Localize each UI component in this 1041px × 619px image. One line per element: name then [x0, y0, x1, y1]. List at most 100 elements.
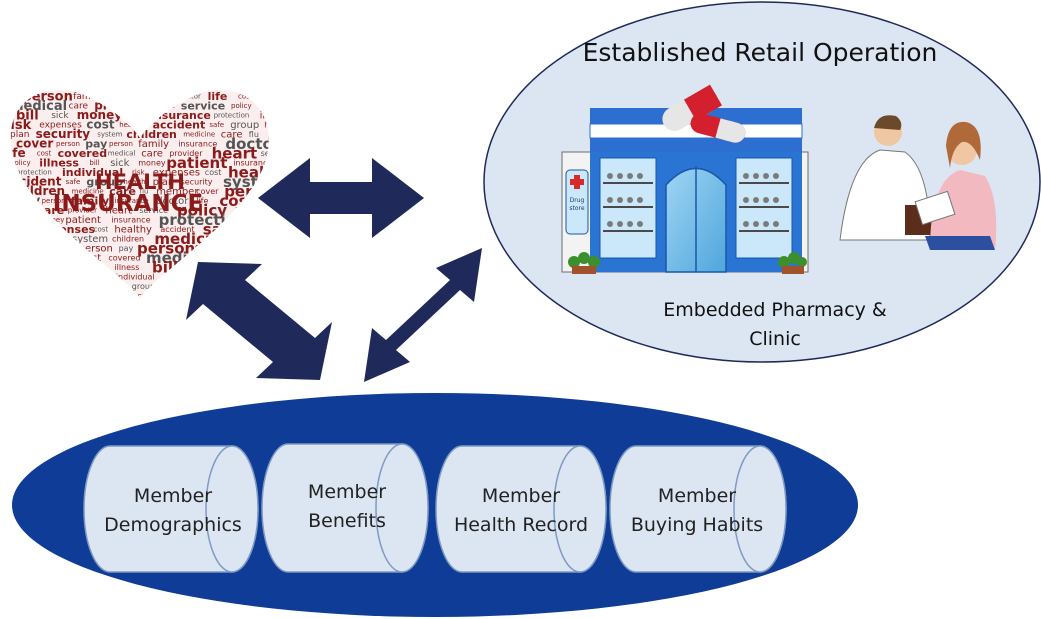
heart-cloud-word: sick [110, 158, 129, 169]
heart-cloud-word: pay [4, 92, 19, 101]
drum-label-line2: Health Record [453, 514, 589, 536]
heart-cloud-word: protection [16, 168, 52, 176]
heart-cloud-word: flu [140, 187, 149, 195]
heart-cloud-word: cost [86, 118, 115, 132]
heart-cloud-word: protection [52, 272, 103, 283]
double-arrow-retail-data [364, 248, 482, 382]
heart-cloud-word: care [221, 130, 243, 141]
drum-member-demographics [83, 445, 259, 573]
heart-cloud-word: group [243, 225, 266, 234]
heart-cloud-word: covered [108, 253, 140, 262]
heart-cloud-word: pay [85, 137, 107, 150]
heart-cloud-word: medicine [72, 187, 104, 195]
heart-cloud-word: family [195, 244, 220, 253]
heart-cloud-word: cost [37, 149, 52, 157]
heart-cloud-word: doctor [225, 135, 280, 153]
retail-subtitle-line2: Clinic [749, 328, 801, 350]
heart-cloud-word: system [97, 130, 122, 138]
heart-cloud-word: security [36, 127, 91, 141]
heart-cloud-word: person [79, 244, 113, 255]
heart-cloud-word: children [48, 292, 76, 300]
label-member-buying-habits: Member Buying Habits [612, 482, 782, 540]
label-member-benefits: Member Benefits [262, 478, 432, 536]
drum-label-line2: Buying Habits [630, 514, 764, 536]
drum-label-line1: Member [481, 485, 561, 507]
data-drums [83, 443, 787, 573]
drug-store-sign-line2: store [569, 205, 584, 212]
heart-cloud-word: life [60, 254, 71, 262]
heart-cloud-word: insurance [233, 158, 272, 167]
heart-cloud-word: life [208, 90, 228, 103]
heart-cloud-word: security [181, 177, 213, 186]
heart-cloud-word: medical [10, 99, 67, 114]
heart-cloud-word: insurance [110, 89, 176, 103]
heart-cloud-word: risk [16, 225, 29, 233]
heart-cloud-word: health [264, 120, 289, 129]
heart-cloud-word: insurance [111, 215, 150, 224]
heart-cloud-word: covered [259, 92, 299, 103]
double-arrow-heart-data [186, 262, 332, 380]
heart-cloud-word: group [230, 120, 259, 131]
heart-cloud-word: accident [66, 282, 96, 290]
label-member-health-record: Member Health Record [436, 482, 606, 540]
heart-cloud-word: person [42, 197, 66, 205]
heart-cloud-word: healthy [228, 163, 292, 181]
drum-member-buying-habits [609, 445, 787, 573]
heart-cloud-word: policy [231, 102, 252, 110]
heart-cloud-word: person [137, 239, 195, 257]
heart-cloud-word: money [77, 108, 122, 122]
heart-cloud-word: plan [10, 130, 29, 140]
heart-cloud-word: medicine [183, 130, 215, 138]
heart-cloud-word: medical [108, 149, 136, 157]
heart-cloud-word: patient [117, 111, 142, 119]
heart-cloud-word: policy [177, 201, 227, 219]
heart-cloud-word: service [139, 206, 168, 215]
heart-cloud-word: member [10, 242, 62, 255]
heart-cloud-word: insurance [10, 273, 44, 281]
heart-cloud-word: cover [54, 244, 74, 252]
heart-cloud-word: medical [4, 206, 32, 214]
heart-cloud-word: care [137, 291, 154, 300]
heart-cloud-word: safe [66, 178, 81, 186]
heart-cloud-word: service [261, 149, 290, 158]
drum-label-line2: Benefits [308, 510, 386, 532]
retail-subtitle-line1: Embedded Pharmacy & [663, 299, 887, 321]
heart-cloud-word: illness [39, 156, 79, 169]
heart-cloud-word: cost [205, 168, 222, 177]
heart-cloud-word: cover [196, 187, 219, 196]
heart-cloud-word: provider [169, 149, 203, 158]
heart-cloud-word: care [230, 234, 247, 243]
heart-cloud-word: cost [238, 92, 253, 100]
heart-cloud-word: care [69, 102, 89, 112]
heart-cloud-word: service [181, 99, 225, 112]
heart-cloud-word: health [123, 178, 145, 186]
heart-cloud-word: individual [260, 111, 309, 122]
heart-cloud-word: patient [258, 263, 290, 273]
heart-cloud-word: cost [80, 253, 101, 264]
drum-label-line1: Member [133, 485, 213, 507]
heart-cloud-word: heart [105, 206, 132, 217]
heart-cloud-word: person [56, 140, 80, 148]
heart-cloud-word: flu [249, 130, 259, 139]
heart-cloud-word: security [34, 235, 62, 243]
heart-cloud-word: healthy [119, 121, 145, 129]
heart-cloud-word: individual [62, 166, 123, 179]
heart-cloud-word: illness [260, 101, 291, 112]
heart-cloud-word: sick [51, 111, 69, 121]
heart-cloud-word: heart [4, 261, 37, 274]
heart-shape [10, 89, 269, 298]
heart-cloud-word: heart [212, 144, 258, 162]
heart-cloud-word: system [72, 234, 108, 245]
heart-cloud-word: children [112, 234, 144, 243]
heart-cloud-word: safe [209, 121, 224, 129]
heart-cloud-word: flu [254, 232, 273, 247]
drum-label-line1: Member [657, 485, 737, 507]
heart-cloud-word: pay [119, 244, 134, 253]
heart-cloud-word: pay [16, 194, 40, 208]
heart-cloud-word: individual [116, 272, 155, 281]
heart-cloud-word: cost [94, 225, 109, 233]
drum-member-benefits [261, 443, 429, 573]
heart-cloud-word: group [86, 175, 123, 188]
heart-cloud-word: illness [114, 263, 139, 272]
heart-cloud-word: care [109, 185, 136, 198]
